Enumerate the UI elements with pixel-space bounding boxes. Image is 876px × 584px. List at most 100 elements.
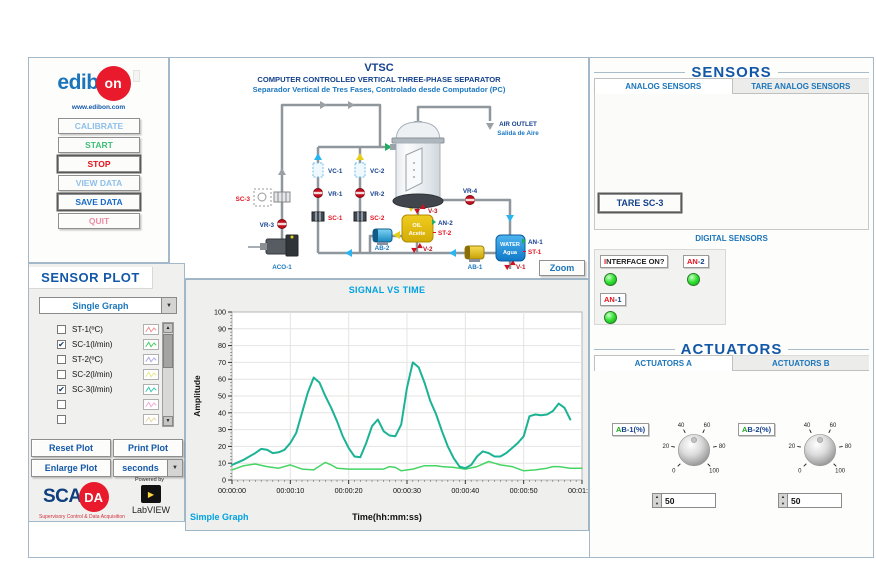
diagram-label: V-1	[516, 264, 526, 271]
vc2-valve-icon	[354, 162, 366, 178]
channel-checkbox[interactable]	[57, 400, 66, 409]
calibrate-button[interactable]: CALIBRATE	[58, 118, 140, 134]
svg-text:100: 100	[709, 469, 720, 475]
tab-actuators-b[interactable]: ACTUATORS B	[732, 355, 869, 371]
dropdown-arrow-icon[interactable]: ▼	[161, 298, 176, 313]
waveform-icon	[143, 324, 159, 335]
an2-indicator-label: AN-2	[683, 255, 709, 268]
diagram-label: VR-4	[463, 188, 478, 195]
logo-trademark-box	[132, 70, 140, 82]
tare-sc3-button[interactable]: TARE SC-3	[599, 194, 681, 212]
svg-text:80: 80	[719, 444, 726, 450]
ab2-value-spinbox[interactable]: ▲▼ 50	[778, 493, 842, 508]
diagram-title: VTSC	[364, 62, 394, 74]
diagram-label: SC-2	[370, 215, 385, 222]
scroll-up-icon[interactable]: ▲	[163, 323, 173, 333]
channel-checkbox[interactable]	[57, 370, 66, 379]
water-tank	[495, 234, 526, 262]
zoom-button[interactable]: Zoom	[539, 260, 585, 276]
actuators-header: ACTUATORS	[594, 341, 869, 358]
ab1-knob-label: AB-1(%)	[612, 423, 650, 436]
svg-text:60: 60	[830, 423, 837, 429]
chart-title: SIGNAL VS TIME	[348, 285, 426, 295]
view-data-button[interactable]: VIEW DATA	[58, 175, 140, 191]
channel-row	[29, 412, 159, 427]
waveform-icon	[143, 384, 159, 395]
interface-on-led	[604, 273, 617, 286]
labview-logo-icon: ▶	[141, 485, 161, 503]
ab1-value-spinbox[interactable]: ▲▼ 50	[652, 493, 716, 508]
scroll-down-icon[interactable]: ▼	[163, 416, 173, 426]
diagram-label: V-3	[428, 208, 438, 215]
channel-row	[29, 397, 159, 412]
svg-text:20: 20	[789, 444, 796, 450]
tab-analog-sensors[interactable]: ANALOG SENSORS	[594, 78, 733, 94]
aco1-compressor	[260, 234, 299, 257]
diagram-label: AB-1	[468, 264, 483, 271]
reset-plot-button[interactable]: Reset Plot	[31, 439, 111, 457]
start-button[interactable]: START	[58, 137, 140, 153]
svg-text:70: 70	[218, 358, 226, 367]
main-button-column: CALIBRATE START STOP VIEW DATA SAVE DATA QUIT	[58, 118, 140, 232]
process-diagram-panel: VTSC COMPUTER CONTROLLED VERTICAL THREE-…	[169, 57, 589, 279]
diagram-label: Salida de Aire	[497, 130, 539, 137]
channel-checkbox[interactable]: ✔	[57, 340, 66, 349]
separator-vessel	[390, 121, 445, 209]
dropdown-arrow-icon[interactable]: ▼	[167, 460, 182, 476]
sc1-sensor	[311, 211, 325, 222]
print-plot-button[interactable]: Print Plot	[113, 439, 183, 457]
ab1-value: 50	[662, 493, 716, 508]
channel-row: SC-2(l/min)	[29, 367, 159, 382]
channel-list-scrollbar[interactable]: ▲ ▼	[162, 322, 174, 427]
channel-label: ST-2(ºC)	[72, 355, 103, 364]
diagram-label: AB-2	[375, 245, 390, 252]
spinner-arrows-icon[interactable]: ▲▼	[778, 493, 788, 508]
ab2-value: 50	[788, 493, 842, 508]
an1-indicator-label: AN-1	[600, 293, 626, 306]
channel-label: SC-3(l/min)	[72, 385, 113, 394]
scroll-thumb[interactable]	[163, 334, 173, 368]
channel-row: ST-2(ºC)	[29, 352, 159, 367]
tab-actuators-a[interactable]: ACTUATORS A	[594, 355, 733, 371]
svg-text:00:00:40: 00:00:40	[451, 486, 479, 495]
graph-mode-value: Single Graph	[72, 300, 129, 311]
ab2-knob-label: AB-2(%)	[738, 423, 776, 436]
graph-mode-dropdown[interactable]: Single Graph ▼	[39, 297, 177, 314]
svg-text:00:00:30: 00:00:30	[393, 486, 421, 495]
channel-row: ✔SC-1(l/min)	[29, 337, 159, 352]
channel-checkbox[interactable]	[57, 415, 66, 424]
diagram-label: WATER	[500, 242, 520, 248]
svg-text:60: 60	[704, 423, 711, 429]
digital-sensors-panel: INTERFACE ON? AN-1 AN-2	[594, 249, 726, 325]
diagram-label: VR-1	[328, 191, 343, 198]
svg-text:00:00:50: 00:00:50	[510, 486, 538, 495]
spinner-arrows-icon[interactable]: ▲▼	[652, 493, 662, 508]
channel-checkbox[interactable]: ✔	[57, 385, 66, 394]
svg-text:00:00:00: 00:00:00	[218, 486, 246, 495]
ab2-pump	[372, 228, 393, 245]
channel-checkbox[interactable]	[57, 325, 66, 334]
channel-checkbox[interactable]	[57, 355, 66, 364]
channel-label: ST-1(ºC)	[72, 325, 103, 334]
sc3-sensor	[253, 188, 291, 207]
diagram-label: ACO-1	[272, 264, 292, 271]
stop-button[interactable]: STOP	[58, 156, 140, 172]
diagram-label: SC-1	[328, 215, 343, 222]
powered-by-label: Powered by	[135, 477, 165, 483]
diagram-label: SC-3	[236, 196, 251, 203]
quit-button[interactable]: QUIT	[58, 213, 140, 229]
tab-tare-analog-sensors[interactable]: TARE ANALOG SENSORS	[732, 78, 869, 94]
time-unit-value: seconds	[122, 463, 159, 473]
diagram-label: AN-1	[528, 239, 543, 246]
save-data-button[interactable]: SAVE DATA	[58, 194, 140, 210]
an2-led	[687, 273, 700, 286]
enlarge-plot-button[interactable]: Enlarge Plot	[31, 459, 111, 477]
time-unit-dropdown[interactable]: seconds ▼	[113, 459, 183, 477]
analog-sensors-page: TARE SC-3	[594, 94, 869, 230]
svg-text:00:01:00: 00:01:00	[568, 486, 588, 495]
diagram-label: VC-1	[328, 168, 343, 175]
